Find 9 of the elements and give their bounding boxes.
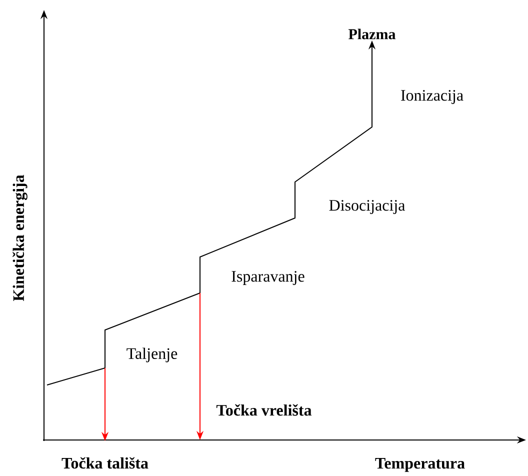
phase-label: Isparavanje	[232, 271, 304, 285]
axis-point-label: Točka tališta	[62, 457, 148, 469]
axis-point-label: Točka vrelišta	[216, 404, 312, 416]
state-label: Plazma	[348, 28, 396, 40]
phase-label: Disocijacija	[329, 200, 405, 214]
axis-title: Temperatura	[375, 458, 465, 472]
phase-label: Ionizacija	[401, 90, 464, 104]
axis-title: Kinetička energija	[12, 174, 28, 302]
phase-label: Taljenje	[126, 348, 178, 362]
